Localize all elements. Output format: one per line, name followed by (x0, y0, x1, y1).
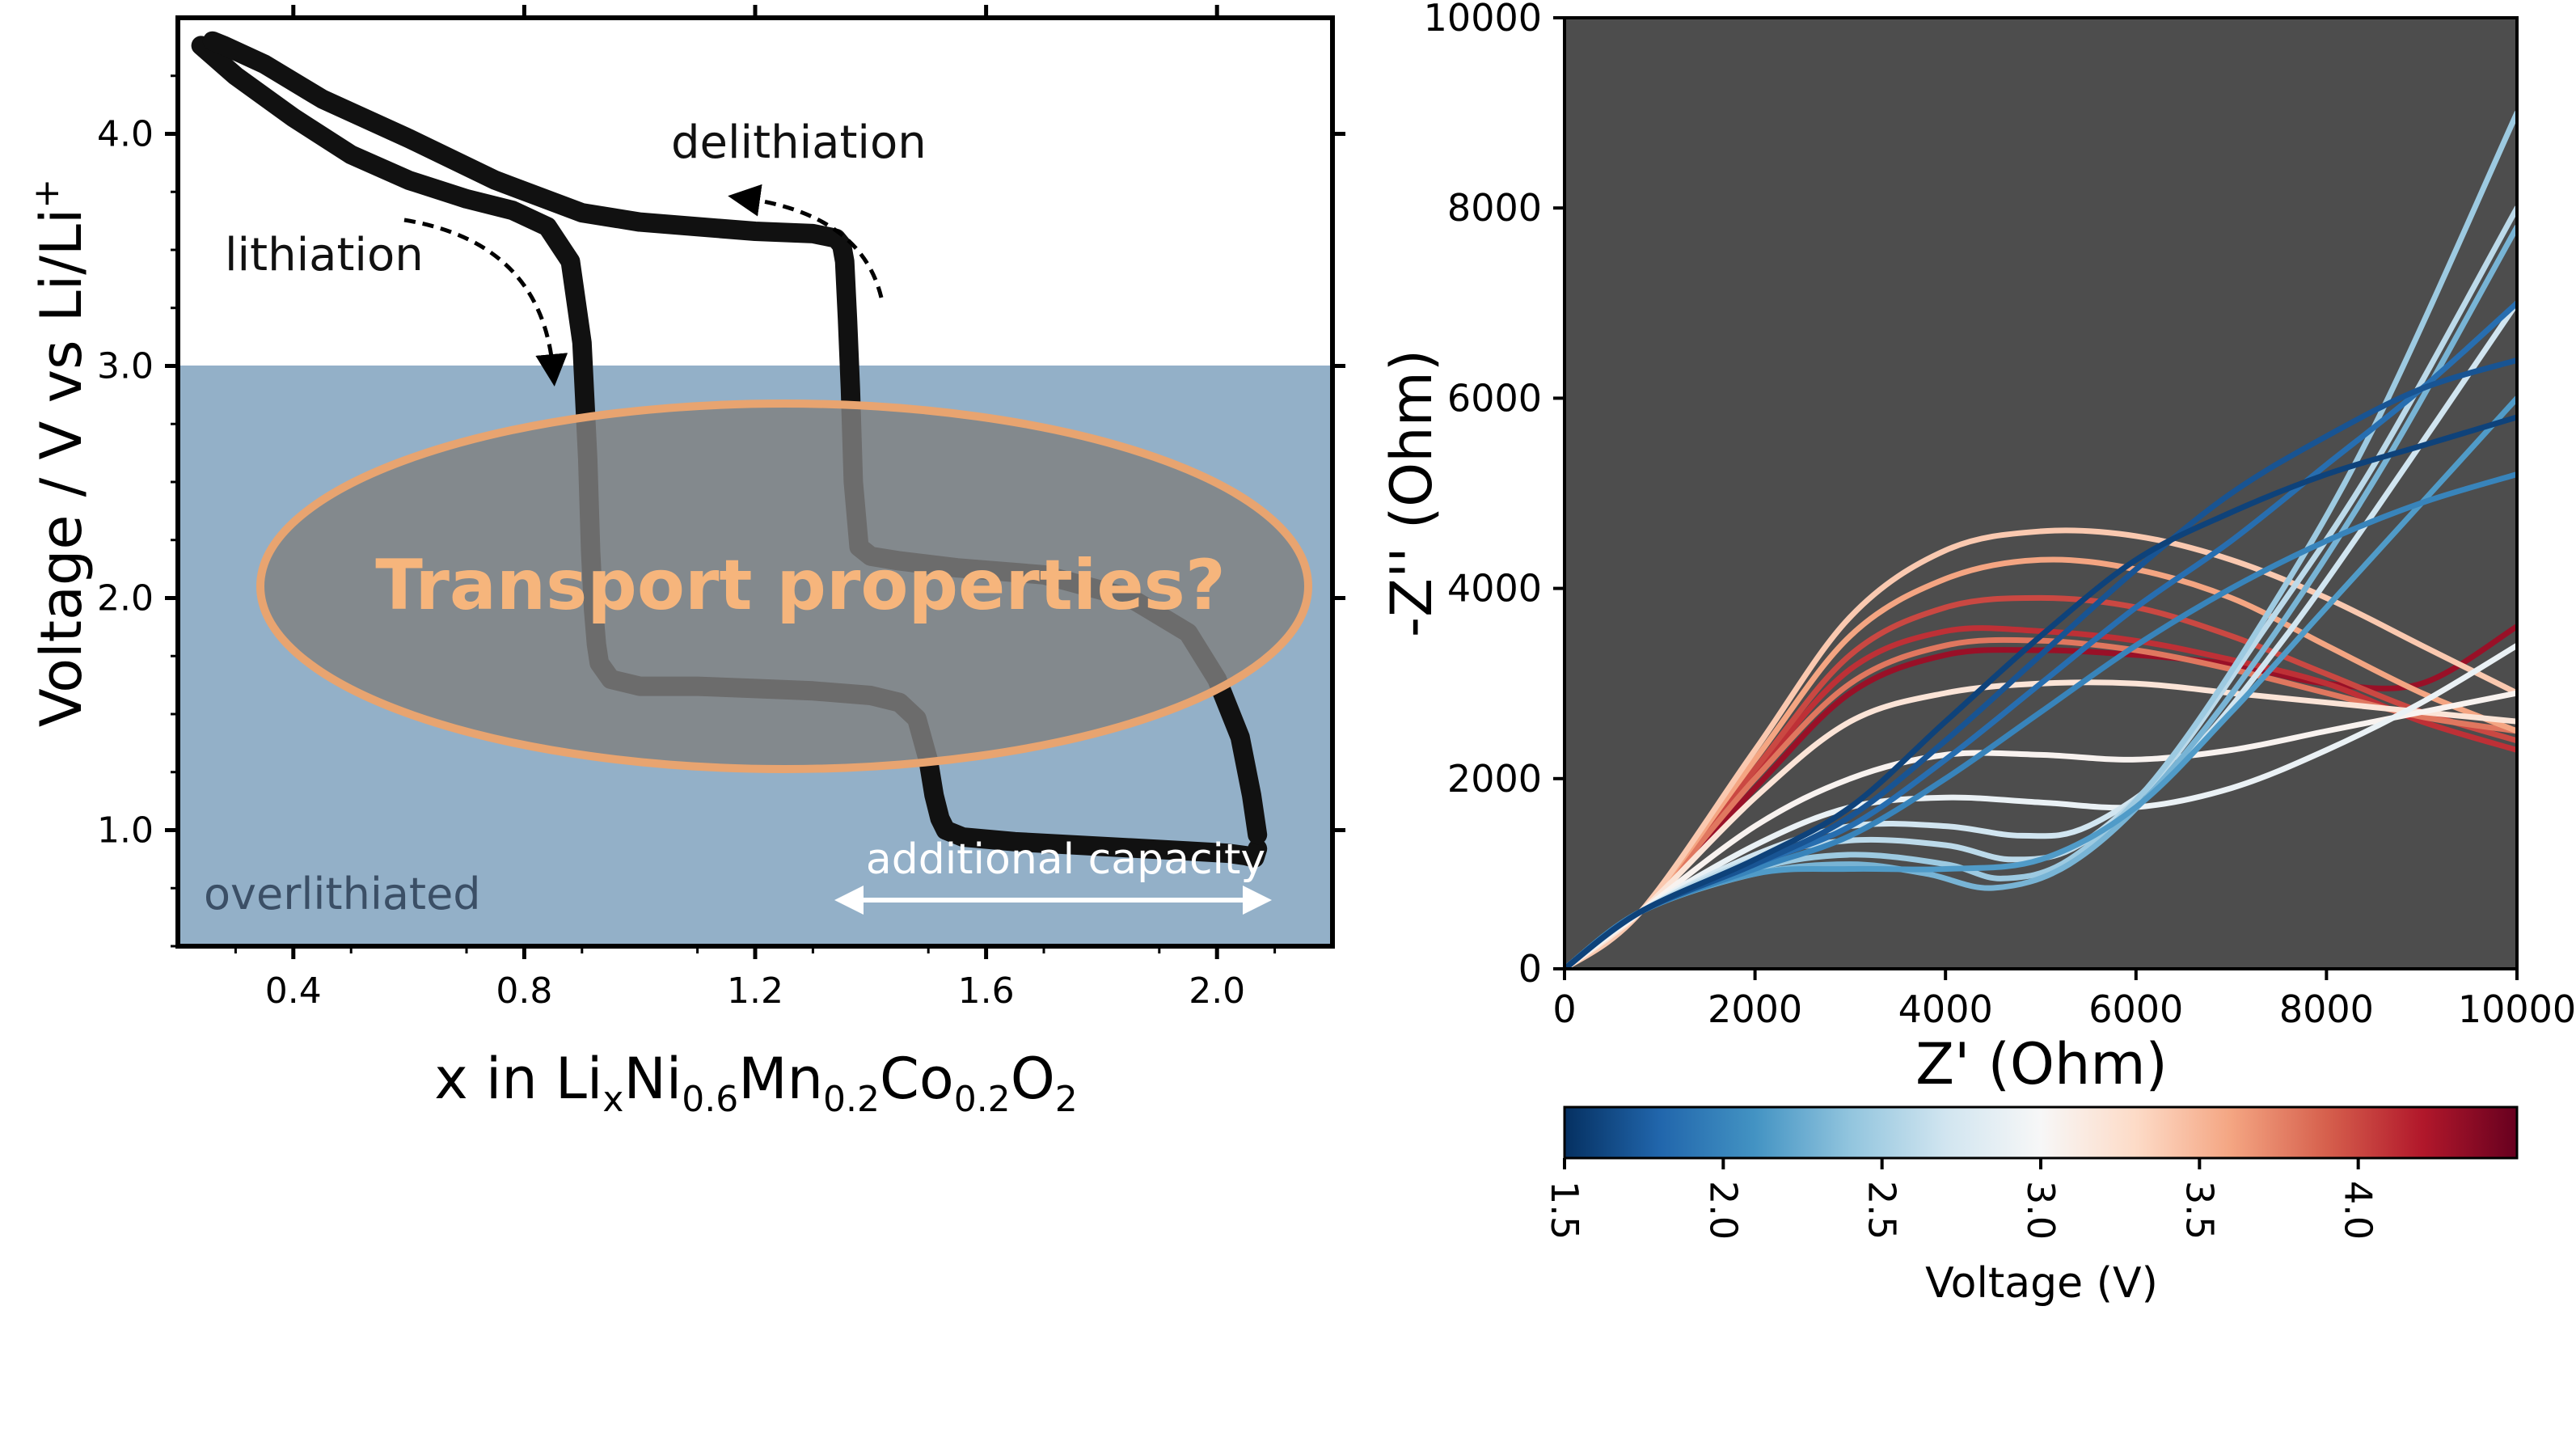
right-x-tick-label: 10000 (2458, 987, 2576, 1031)
impedance-curve-8 (1565, 690, 2517, 969)
right-y-tick-label: 2000 (1447, 757, 1542, 801)
left-y-tick-label: 4.0 (97, 114, 154, 155)
delithiation-arrow (728, 184, 884, 298)
left-axis-ticks: 0.4 0.8 1.2 1.6 2.0 1.0 2.0 3.0 4.0 (97, 5, 1345, 1012)
left-y-tick-label: 3.0 (97, 346, 154, 387)
left-y-tick-label: 1.0 (97, 810, 154, 852)
left-y-tick-label: 2.0 (97, 578, 154, 619)
impedance-curve-18 (1565, 414, 2517, 969)
left-x-tick-label: 2.0 (1189, 970, 1245, 1012)
voltage-colorbar (1563, 1105, 2519, 1160)
impedance-curve-9 (1565, 642, 2517, 969)
colorbar-tick-label: 2.5 (1860, 1181, 1904, 1240)
right-y-tick-label: 6000 (1447, 376, 1542, 420)
right-axis-ticks: 0 2000 4000 6000 8000 10000 0 2000 4000 6000 8000 1… (1424, 0, 2576, 1031)
right-x-tick-label: 0 (1552, 987, 1576, 1031)
impedance-curve-17 (1565, 357, 2517, 969)
impedance-curve-7 (1565, 679, 2517, 969)
colorbar-tick-label: 2.0 (1701, 1181, 1745, 1240)
left-x-axis-label: x in LixNi0.6Mn0.2Co0.2O2 (434, 1046, 1078, 1120)
colorbar-label: Voltage (V) (1925, 1259, 2158, 1308)
left-x-tick-label: 1.2 (727, 970, 783, 1012)
right-y-tick-label: 8000 (1447, 186, 1542, 230)
transport-ellipse (256, 399, 1312, 773)
delithiation-label: delithiation (671, 116, 927, 169)
overlithiated-label: overlithiated (204, 869, 481, 919)
impedance-curve-5 (1565, 556, 2517, 969)
lithiation-arrow (403, 218, 568, 387)
colorbar-tick-label: 4.0 (2337, 1181, 2380, 1240)
right-x-axis-label: Z' (Ohm) (1915, 1031, 2168, 1097)
right-plot-frame (1563, 16, 2519, 970)
impedance-curve-3 (1565, 594, 2517, 969)
nyquist-series (1565, 110, 2517, 969)
left-y-axis-label: Voltage / V vs Li/Li+ (26, 179, 95, 727)
right-y-tick-label: 4000 (1447, 567, 1542, 611)
impedance-chart: 0 2000 4000 6000 8000 10000 0 2000 4000 6000 8000 1… (1379, 0, 2576, 1308)
impedance-curve-10 (1565, 300, 2517, 969)
left-x-tick-label: 0.4 (265, 970, 322, 1012)
impedance-curve-6 (1565, 527, 2517, 969)
impedance-curve-4 (1565, 636, 2517, 969)
colorbar-tick-label: 3.0 (2019, 1181, 2063, 1240)
right-y-tick-label: 0 (1518, 947, 1542, 991)
left-x-tick-label: 0.8 (496, 970, 552, 1012)
voltage-chart: Transport properties? delithiation lithi… (26, 5, 1345, 1120)
colorbar-tick-label: 1.5 (1543, 1181, 1586, 1240)
right-y-axis-label: -Z'' (Ohm) (1379, 349, 1445, 637)
right-x-tick-label: 4000 (1898, 987, 1993, 1031)
right-x-tick-label: 8000 (2279, 987, 2374, 1031)
left-x-tick-label: 1.6 (958, 970, 1015, 1012)
right-x-tick-label: 2000 (1708, 987, 1802, 1031)
right-x-tick-label: 6000 (2088, 987, 2183, 1031)
transport-label: Transport properties? (375, 545, 1226, 626)
colorbar-ticks: 1.5 2.0 2.5 3.0 3.5 4.0 (1543, 1158, 2380, 1240)
additional-capacity-label: additional capacity (866, 835, 1265, 884)
colorbar-tick-label: 3.5 (2177, 1181, 2221, 1240)
lithiation-label: lithiation (225, 229, 424, 281)
right-y-tick-label: 10000 (1424, 0, 1542, 40)
